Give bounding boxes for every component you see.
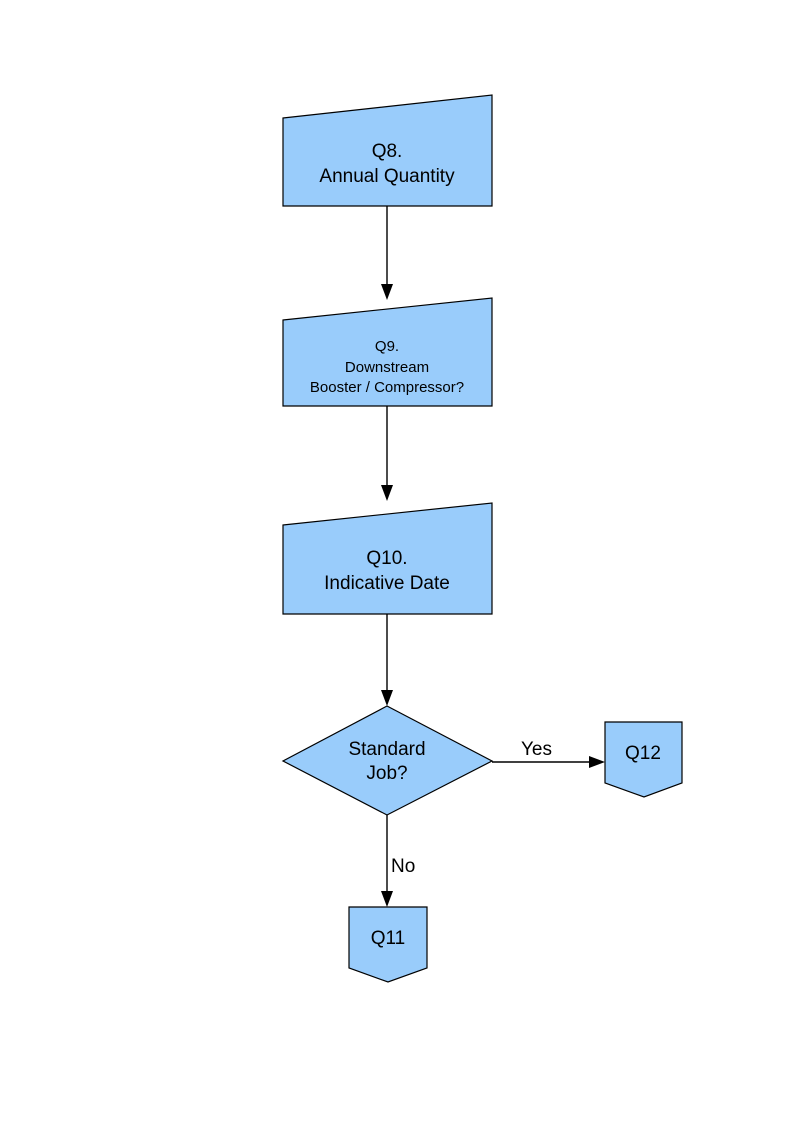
node-decision-standard-job[interactable]: Standard Job? [281,705,494,816]
node-q8-label-line1: Q8. [372,141,403,162]
node-decision-label-line1: Standard [348,739,425,760]
edge-q10-to-decision-arrowhead [381,690,393,706]
node-q8-shape[interactable] [282,94,493,207]
node-q12-label: Q12 [625,743,661,764]
node-q9-label-line1: Q9. [375,338,399,355]
node-q12-shape[interactable] [604,721,683,798]
node-q10-shape[interactable] [282,502,493,615]
edge-q8-to-q9 [381,206,393,300]
node-q9[interactable]: Q9. Downstream Booster / Compressor? [282,297,493,407]
edge-q8-to-q9-arrowhead [381,284,393,300]
edge-decision-to-q11: No [381,815,415,907]
edge-q9-to-q10 [381,406,393,501]
node-q11-shape[interactable] [348,906,428,983]
node-decision-shape[interactable] [281,705,494,816]
edge-decision-to-q11-arrowhead [381,891,393,907]
node-decision-label-line2: Job? [366,763,407,784]
node-q12[interactable]: Q12 [604,721,683,798]
edge-q10-to-decision [381,614,393,706]
edge-label-no: No [391,856,415,877]
node-q9-label-line3: Booster / Compressor? [310,379,464,396]
edge-decision-to-q12-arrowhead [589,756,605,768]
node-q8[interactable]: Q8. Annual Quantity [282,94,493,207]
node-q10-label-line1: Q10. [366,548,407,569]
edge-decision-to-q12: Yes [492,739,605,768]
node-q8-label-line2: Annual Quantity [319,166,455,187]
edge-q9-to-q10-arrowhead [381,485,393,501]
node-q10[interactable]: Q10. Indicative Date [282,502,493,615]
node-q9-shape[interactable] [282,297,493,407]
node-q9-label-line2: Downstream [345,359,429,376]
node-q11-label: Q11 [371,928,406,949]
node-q10-label-line2: Indicative Date [324,573,450,594]
edge-label-yes: Yes [521,739,552,760]
node-q11[interactable]: Q11 [348,906,428,983]
